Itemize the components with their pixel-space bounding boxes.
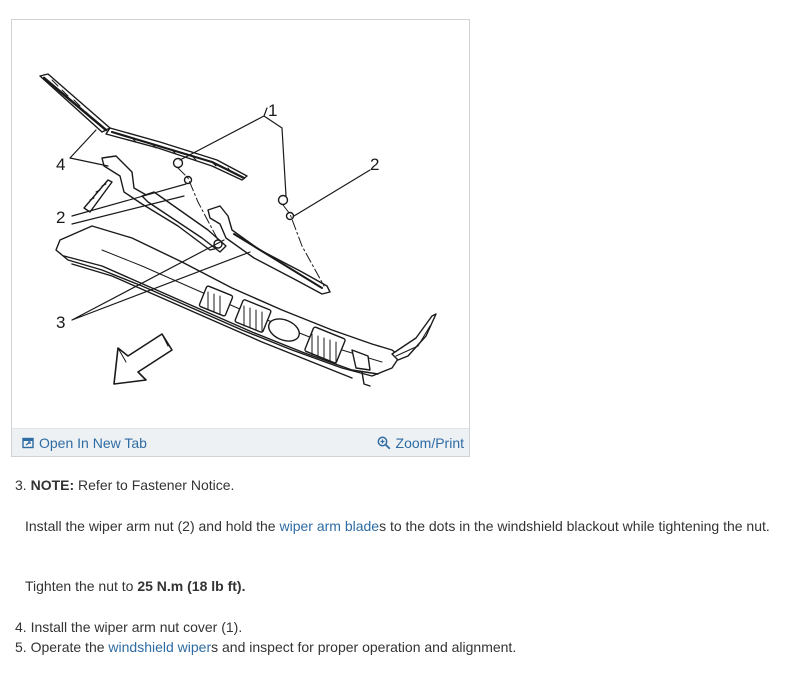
- step-5-number: 5.: [15, 639, 27, 655]
- tighten-text: Tighten the nut to: [25, 578, 138, 594]
- step-3-install-text: Install the wiper arm nut (2) and hold t…: [11, 516, 771, 536]
- install-text-end: s to the dots in the windshield blackout…: [379, 518, 770, 534]
- zoom-print-label: Zoom/Print: [395, 435, 464, 451]
- note-label: NOTE:: [30, 477, 75, 493]
- step-5-text-end: s and inspect for proper operation and a…: [211, 639, 517, 655]
- open-in-new-tab-icon: [22, 437, 34, 449]
- front-direction-arrow: [113, 333, 173, 385]
- callout-3: 3: [56, 313, 65, 332]
- step-4-number: 4.: [15, 619, 27, 635]
- step-5: 5. Operate the windshield wipers and ins…: [15, 637, 516, 657]
- wiper-arm-blade-link[interactable]: wiper arm blade: [279, 518, 380, 534]
- install-text-start: Install the wiper arm nut (2) and hold t…: [25, 518, 280, 534]
- step-3-number: 3.: [15, 477, 27, 493]
- wiper-arm-middle: [141, 191, 331, 295]
- step-5-text-start: Operate the: [30, 639, 109, 655]
- callout-2-right: 2: [370, 155, 379, 174]
- diagram-figure: 1 2 2 3 4 Open In New Tab Zoom/Print: [11, 19, 470, 457]
- figure-toolbar: Open In New Tab Zoom/Print: [12, 428, 469, 456]
- wiper-arm-diagram: 1 2 2 3 4: [39, 73, 437, 387]
- open-in-new-tab-label: Open In New Tab: [39, 435, 147, 451]
- step-4: 4. Install the wiper arm nut cover (1).: [15, 617, 242, 637]
- nut-right: [285, 211, 295, 221]
- open-in-new-tab-link[interactable]: Open In New Tab: [22, 435, 147, 451]
- wiper-blade-left: [39, 73, 248, 181]
- windshield-wiper-link[interactable]: windshield wiper: [108, 639, 212, 655]
- zoom-in-icon: [377, 436, 390, 450]
- callout-2-left: 2: [56, 208, 65, 227]
- step-4-text: Install the wiper arm nut cover (1).: [30, 619, 243, 635]
- callout-1: 1: [268, 101, 277, 120]
- step-3-note: 3. NOTE: Refer to Fastener Notice.: [15, 475, 234, 495]
- step-3-torque-text: Tighten the nut to 25 N.m (18 lb ft).: [25, 576, 245, 596]
- cowl-panel: [55, 225, 437, 387]
- nut-cover-right: [277, 194, 289, 206]
- note-text: Refer to Fastener Notice.: [74, 477, 235, 493]
- torque-value: 25 N.m (18 lb ft).: [137, 578, 246, 594]
- zoom-print-link[interactable]: Zoom/Print: [377, 435, 464, 451]
- callout-4: 4: [56, 155, 65, 174]
